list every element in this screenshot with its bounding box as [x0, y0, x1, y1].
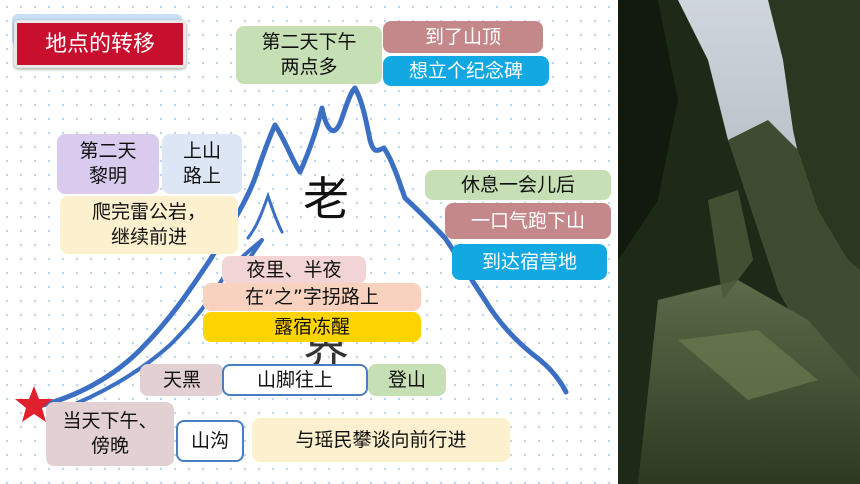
descent-step-2: 一口气跑下山 [445, 203, 611, 239]
page-title: 地点的转移 [14, 20, 186, 68]
descent-step-3: 到达宿营地 [452, 244, 607, 280]
dawn-time: 第二天 黎明 [57, 134, 159, 194]
dusk-place: 山脚往上 [222, 364, 368, 396]
peak-event-1: 到了山顶 [383, 21, 543, 53]
dusk-event: 登山 [368, 364, 446, 396]
mountain-photo [618, 0, 860, 484]
night-time: 夜里、半夜 [222, 256, 366, 284]
night-event: 露宿冻醒 [203, 312, 421, 342]
start-event: 与瑶民攀谈向前行进 [252, 418, 510, 462]
dawn-place: 上山 路上 [162, 134, 242, 194]
start-time: 当天下午、 傍晚 [46, 402, 174, 466]
mountain-name-char-1: 老 [303, 172, 349, 226]
dawn-event: 爬完雷公岩， 继续前进 [60, 196, 238, 254]
peak-time: 第二天下午 两点多 [236, 26, 382, 84]
peak-event-2: 想立个纪念碑 [383, 56, 549, 86]
descent-step-1: 休息一会儿后 [425, 170, 611, 200]
dusk-time: 天黑 [140, 364, 224, 396]
start-place: 山沟 [176, 420, 244, 462]
mountain-ridge-fold [246, 191, 284, 240]
night-place: 在“之”字拐路上 [203, 283, 421, 311]
star-icon [15, 386, 53, 422]
